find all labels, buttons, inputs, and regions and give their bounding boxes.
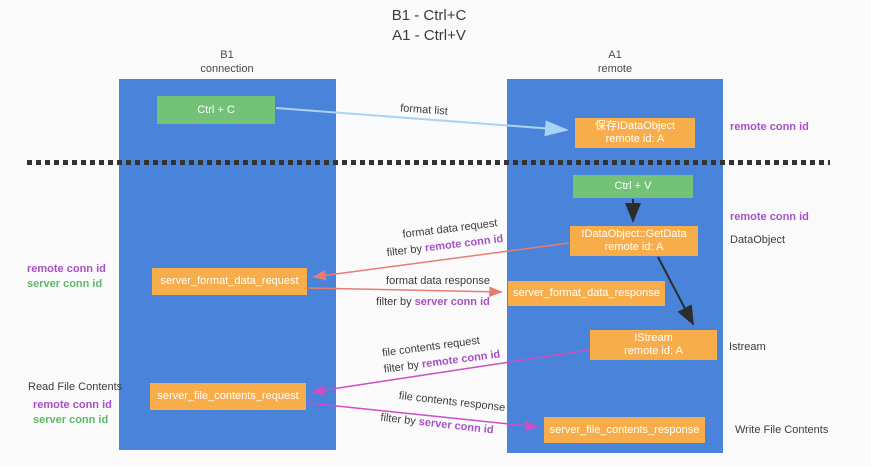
label-read-file-contents: Read File Contents xyxy=(28,381,123,393)
filter-prefix: filter by xyxy=(383,358,423,376)
lane-b1-name: B1 xyxy=(220,49,234,61)
lane-header-a1: A1 remote xyxy=(555,48,675,76)
lane-header-b1: B1 connection xyxy=(167,48,287,76)
lane-a1-role: remote xyxy=(597,63,633,75)
node-file-response-label: server_file_contents_response xyxy=(549,423,700,436)
label-remote-conn-id-top: remote conn id xyxy=(730,121,809,133)
node-ctrl-v: Ctrl + V xyxy=(573,175,693,198)
node-istream-line1: IStream xyxy=(634,332,673,344)
node-server-format-data-request: server_format_data_request xyxy=(152,268,307,295)
node-format-request-label: server_format_data_request xyxy=(160,275,299,287)
node-getdata-line1: IDataObject::GetData xyxy=(581,228,687,240)
lane-a1-name: A1 xyxy=(608,49,622,61)
node-file-request-label: server_file_contents_request xyxy=(157,390,299,402)
label-file-response-filter: filter by server conn id xyxy=(380,412,494,437)
label-left-format-server-conn-id: server conn id xyxy=(27,278,103,290)
node-getdata-line2: remote id: A xyxy=(604,241,664,253)
node-server-file-contents-request: server_file_contents_request xyxy=(150,383,306,410)
label-write-file-contents: Write File Contents xyxy=(735,424,829,436)
lane-b1-role: connection xyxy=(200,63,254,75)
node-server-file-contents-response: server_file_contents_response xyxy=(544,417,705,443)
node-save-idataobject-line1: 保存IDataObject xyxy=(594,120,676,132)
filter-prefix: filter by xyxy=(379,411,420,428)
label-left-file-remote-conn-id: remote conn id xyxy=(33,399,112,411)
label-dataobject: DataObject xyxy=(730,234,786,246)
label-left-format-remote-conn-id: remote conn id xyxy=(27,263,106,275)
node-ctrl-v-label: Ctrl + V xyxy=(614,180,652,192)
node-istream: IStream remote id: A xyxy=(590,330,717,360)
label-format-data-response: format data response xyxy=(386,275,490,287)
label-format-response-filter: filter by server conn id xyxy=(376,296,490,308)
node-idataobject-getdata: IDataObject::GetData remote id: A xyxy=(570,226,698,256)
node-istream-line2: remote id: A xyxy=(624,345,683,357)
title-line-2: A1 - Ctrl+V xyxy=(392,27,466,44)
label-format-list: format list xyxy=(399,102,449,118)
node-ctrl-c: Ctrl + C xyxy=(157,96,275,124)
filter-prefix: filter by xyxy=(376,296,415,308)
node-save-idataobject-line2: remote id: A xyxy=(605,133,665,145)
dashed-separator xyxy=(27,160,830,165)
label-remote-conn-id-mid: remote conn id xyxy=(730,211,809,223)
label-file-contents-response: file contents response xyxy=(398,389,506,415)
filter-key-server-conn-id: server conn id xyxy=(414,296,490,308)
diagram-title: B1 - Ctrl+C A1 - Ctrl+V xyxy=(329,6,529,46)
node-ctrl-c-label: Ctrl + C xyxy=(197,103,235,116)
node-server-format-data-response: server_format_data_response xyxy=(508,281,665,306)
label-istream: Istream xyxy=(729,341,766,353)
label-left-file-server-conn-id: server conn id xyxy=(33,414,109,426)
node-save-idataobject: 保存IDataObject remote id: A xyxy=(575,118,695,148)
node-format-response-label: server_format_data_response xyxy=(513,287,660,299)
filter-prefix: filter by xyxy=(386,242,426,260)
title-line-1: B1 - Ctrl+C xyxy=(391,7,467,24)
filter-key-server-conn-id: server conn id xyxy=(418,415,495,437)
arrow-format-data-response xyxy=(307,286,503,297)
